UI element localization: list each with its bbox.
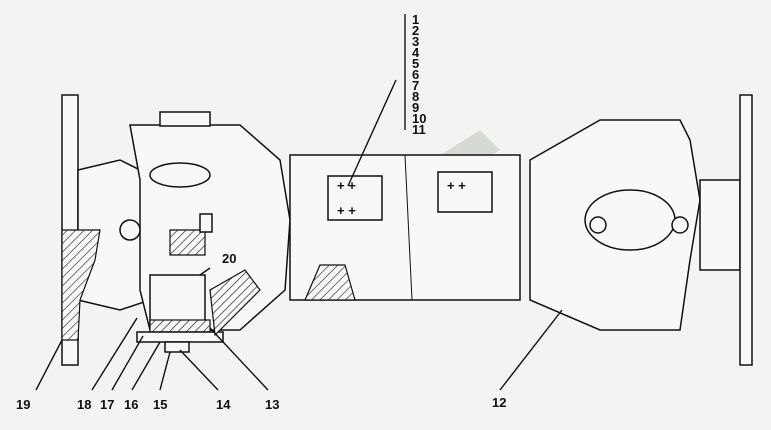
- callout-20: 20: [222, 251, 236, 266]
- stack-label-5: 5: [412, 56, 419, 71]
- callout-leaders: [35, 267, 563, 391]
- stack-label-1: 1: [412, 12, 419, 27]
- stack-label-4: 4: [412, 45, 420, 60]
- stack-leader-diagonal: [347, 79, 397, 187]
- callout-13: 13: [265, 397, 279, 412]
- stack-label-8: 8: [412, 89, 419, 104]
- callout-15: 15: [153, 397, 167, 412]
- center-tube: + + + + + +: [289, 154, 521, 301]
- stack-label-7: 7: [412, 78, 419, 93]
- stack-label-2: 2: [412, 23, 419, 38]
- left-yoke: [119, 111, 291, 353]
- stack-label-10: 10: [412, 111, 426, 126]
- callout-17: 17: [100, 397, 114, 412]
- callout-12: 12: [492, 395, 506, 410]
- stack-label-3: 3: [412, 34, 419, 49]
- stack-label-9: 9: [412, 100, 419, 115]
- stack-labels: 1 2 3 4 5 6 7 8 9 10 11: [412, 12, 426, 137]
- callout-19: 19: [16, 397, 30, 412]
- stack-label-11: 11: [412, 122, 426, 137]
- callout-16: 16: [124, 397, 138, 412]
- callout-18: 18: [77, 397, 91, 412]
- callout-14: 14: [216, 397, 231, 412]
- right-yoke: [529, 94, 753, 366]
- svg-text:+ +: + +: [337, 178, 356, 193]
- svg-text:+ +: + +: [337, 203, 356, 218]
- svg-text:+ +: + +: [447, 178, 466, 193]
- stack-label-6: 6: [412, 67, 419, 82]
